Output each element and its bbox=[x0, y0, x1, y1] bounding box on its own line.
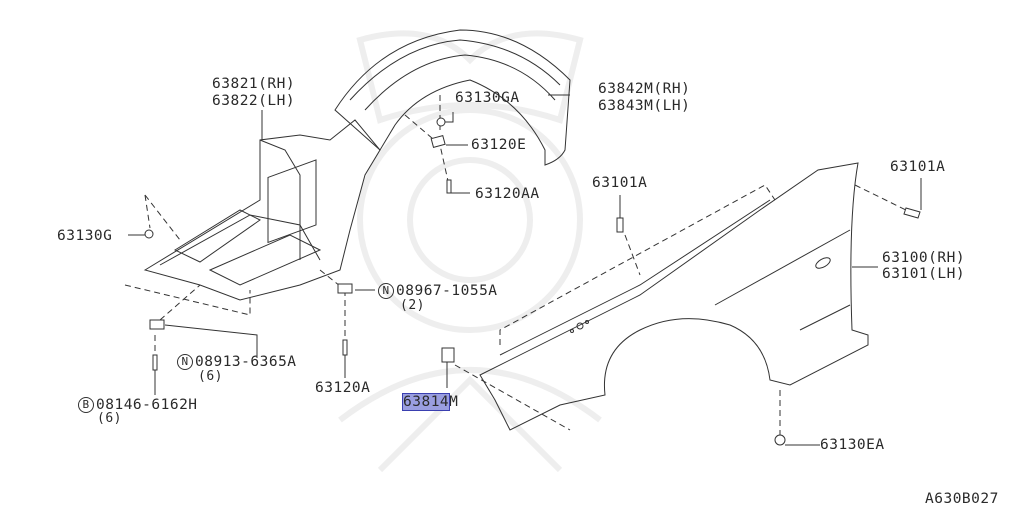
label-63814M[interactable]: 63814M bbox=[401, 393, 459, 411]
clip-63120E-icon bbox=[430, 134, 446, 148]
highlighted-part-number[interactable]: 63814 bbox=[401, 393, 451, 411]
bracket-63814M-icon bbox=[441, 347, 455, 363]
label-63822-lh: 63822(LH) bbox=[212, 93, 296, 109]
screw-63120A-icon bbox=[342, 339, 348, 356]
label-63130G: 63130G bbox=[57, 228, 113, 244]
label-63130GA: 63130GA bbox=[455, 90, 520, 106]
label-63101A-right: 63101A bbox=[890, 159, 946, 175]
b-symbol-icon: B bbox=[78, 397, 94, 413]
label-63101-lh: 63101(LH) bbox=[882, 266, 966, 282]
bolt-08146-icon bbox=[152, 354, 158, 371]
label-08146-qty: (6) bbox=[97, 411, 122, 426]
nut-08913-icon bbox=[149, 319, 165, 330]
front-fender-panel[interactable] bbox=[479, 162, 869, 431]
label-63821-rh: 63821(RH) bbox=[212, 76, 296, 92]
clip-63130GA-icon bbox=[436, 117, 446, 127]
clip-63130EA-icon bbox=[774, 434, 786, 446]
label-08967-qty: (2) bbox=[400, 298, 425, 313]
label-63101A-center: 63101A bbox=[592, 175, 648, 191]
bolt-63101A-right-icon bbox=[903, 207, 921, 219]
label-63843M-lh: 63843M(LH) bbox=[598, 98, 691, 114]
assembly-lines bbox=[124, 95, 911, 435]
screw-63120AA-icon bbox=[446, 179, 452, 194]
nut-08967-icon bbox=[337, 283, 353, 294]
label-63842M-rh: 63842M(RH) bbox=[598, 81, 691, 97]
figure-id: A630B027 bbox=[925, 491, 999, 507]
label-63120A: 63120A bbox=[315, 380, 371, 396]
bolt-63101A-center-icon bbox=[616, 217, 624, 233]
n-symbol-icon: N bbox=[177, 354, 193, 370]
watermark-logo bbox=[338, 30, 602, 473]
label-63100-rh: 63100(RH) bbox=[882, 250, 966, 266]
fender-protector-front[interactable] bbox=[143, 119, 381, 301]
label-63130EA: 63130EA bbox=[820, 437, 885, 453]
fasteners[interactable] bbox=[144, 117, 921, 446]
n-symbol-icon: N bbox=[378, 283, 394, 299]
fender-protector-rear[interactable] bbox=[334, 29, 571, 166]
label-63120E: 63120E bbox=[471, 137, 527, 153]
clip-63130G-icon bbox=[144, 229, 154, 239]
leader-lines bbox=[128, 94, 922, 446]
label-08913-qty: (6) bbox=[198, 369, 223, 384]
label-63120AA: 63120AA bbox=[475, 186, 540, 202]
